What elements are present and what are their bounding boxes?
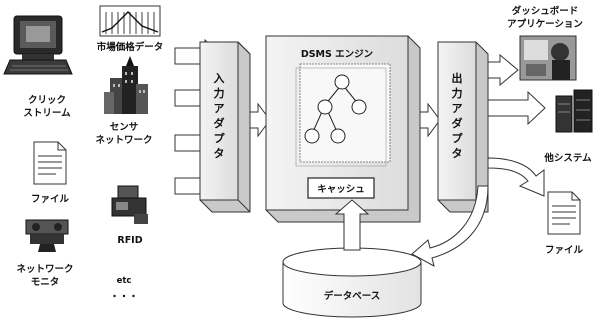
output-adapter-label-char: ダ	[452, 116, 463, 130]
network-monitor-label-1: ネットワーク	[16, 264, 73, 275]
input-adapter-label-char: 力	[214, 86, 225, 100]
click-stream-label-2: ストリーム	[23, 108, 71, 119]
output-adapter-label-char: ア	[452, 102, 463, 115]
dashboard-image-icon	[519, 35, 577, 81]
arrow-database-to-cache	[334, 199, 370, 251]
file-source-label: ファイル	[31, 194, 70, 205]
input-adapter-label-char: ア	[214, 102, 225, 115]
input-adapter-label-char: タ	[214, 147, 225, 160]
cache-box	[307, 177, 375, 199]
etc-ellipsis: ・・・	[110, 292, 139, 303]
output-adapter-box: 出力アダプタ	[437, 41, 489, 213]
rfid-reader-icon	[111, 185, 148, 224]
tree-icon	[304, 74, 367, 144]
sensor-network-label-2: ネットワーク	[95, 135, 152, 146]
arrow-input-to-engine	[249, 102, 271, 138]
other-systems-label: 他システム	[543, 152, 592, 164]
network-monitor-icon	[25, 219, 69, 252]
market-data-label: 市場価格データ	[97, 41, 164, 53]
server-racks-icon	[555, 89, 593, 133]
network-monitor-label-2: モニタ	[31, 276, 60, 288]
file-output-icon	[547, 191, 581, 235]
output-adapter-label-char: 力	[452, 86, 463, 100]
input-adapter-label-char: ダ	[214, 116, 225, 130]
file-output-label: ファイル	[545, 245, 584, 256]
engine-title: DSMS エンジン	[301, 49, 373, 60]
input-adapter-label: 入力アダプタ	[214, 72, 226, 160]
output-adapter-label-char: 出	[452, 71, 463, 85]
file-document-icon	[33, 141, 67, 185]
output-flow-arrows	[487, 53, 546, 197]
input-adapter-box: 入力アダプタ	[199, 41, 251, 213]
rfid-label: RFID	[117, 235, 142, 246]
market-chart-icon	[99, 5, 161, 37]
dsms-engine-box: DSMS エンジン キャッシュ	[265, 35, 421, 223]
output-adapter-label: 出力アダプタ	[452, 71, 464, 160]
dashboard-label-1: ダッシュボード	[512, 5, 579, 17]
database-label: データベース	[324, 290, 381, 302]
city-buildings-icon	[104, 56, 148, 114]
output-adapter-label-char: タ	[452, 147, 463, 160]
input-adapter-label-char: プ	[214, 131, 226, 145]
cache-label: キャッシュ	[317, 184, 365, 195]
sensor-network-label-1: センサ	[110, 122, 139, 133]
query-tree-panel	[295, 63, 391, 167]
arrow-output-to-database	[411, 185, 489, 267]
output-adapter-label-char: プ	[452, 131, 464, 145]
input-adapter-label-char: 入	[214, 72, 225, 85]
click-stream-label-1: クリック	[28, 95, 66, 106]
database-cylinder: データベース	[282, 247, 422, 318]
computer-icon	[3, 15, 73, 75]
etc-label: etc	[117, 276, 132, 286]
arrow-engine-to-output	[419, 102, 441, 138]
dashboard-label-2: アプリケーション	[507, 18, 583, 30]
